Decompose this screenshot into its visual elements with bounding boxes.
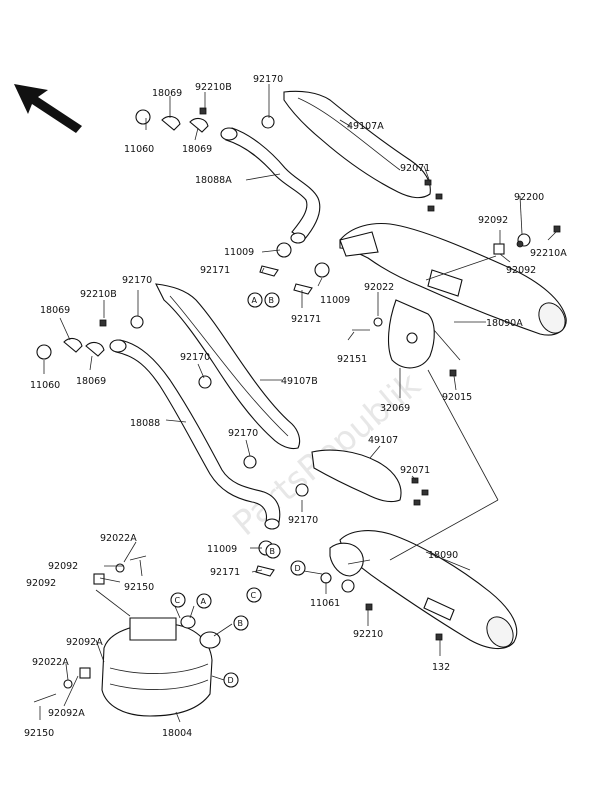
label-11061: 11061 [310,598,340,609]
label-11060: 11060 [124,144,154,155]
label-92170: 92170 [288,515,318,526]
label-18069: 18069 [76,376,106,387]
label-32069: 32069 [380,403,410,414]
label-92150: 92150 [24,728,54,739]
ref-circle-d1: D [223,672,239,688]
label-11060: 11060 [30,380,60,391]
small-parts [33,107,561,703]
svg-text:D: D [295,564,301,573]
label-49107A: 49107A [347,121,384,132]
label-92170: 92170 [228,428,258,439]
label-92151: 92151 [337,354,367,365]
svg-text:A: A [201,597,207,606]
label-92022A: 92022A [32,657,69,668]
label-92200: 92200 [514,192,544,203]
exhaust-pipe-18088 [109,339,281,530]
leader-lines [39,84,557,723]
chamber-18004 [101,615,221,717]
label-92071: 92071 [400,465,430,476]
ref-circle-a1: A [247,292,263,308]
label-18090A: 18090A [486,318,523,329]
label-92150: 92150 [124,582,154,593]
ref-circle-c1: C [246,587,262,603]
svg-text:C: C [175,596,181,605]
exhaust-pipe-18088A [220,127,321,244]
bracket-32069 [387,299,435,369]
label-92022: 92022 [364,282,394,293]
label-92170: 92170 [253,74,283,85]
label-49107B: 49107B [281,376,318,387]
label-18088A: 18088A [195,175,232,186]
heat-shield-49107B [155,283,301,450]
ref-circle-a3: A [196,593,212,609]
label-92210B: 92210B [80,289,117,300]
label-92092: 92092 [506,265,536,276]
svg-text:A: A [252,296,258,305]
label-92171: 92171 [291,314,321,325]
ref-circle-b3: B [233,615,249,631]
ref-circle-b1: B [264,292,280,308]
label-18069: 18069 [182,144,212,155]
label-92170: 92170 [180,352,210,363]
heat-shield-49107 [311,449,402,503]
label-92092A: 92092A [66,637,103,648]
label-92210B: 92210B [195,82,232,93]
svg-text:B: B [269,296,275,305]
muffler-18090 [329,530,518,650]
ref-circle-b2: B [265,543,281,559]
label-92092: 92092 [48,561,78,572]
svg-text:C: C [251,591,257,600]
ref-circle-d2: D [290,560,306,576]
front-direction-arrow [14,84,82,133]
label-92171: 92171 [210,567,240,578]
label-92210A: 92210A [530,248,567,259]
label-49107: 49107 [368,435,398,446]
svg-text:D: D [228,676,234,685]
label-92092A: 92092A [48,708,85,719]
label-18069: 18069 [40,305,70,316]
label-11009: 11009 [224,247,254,258]
label-92092: 92092 [26,578,56,589]
label-132: 132 [432,662,450,673]
label-11009: 11009 [207,544,237,555]
svg-text:B: B [238,619,244,628]
label-11009: 11009 [320,295,350,306]
label-92092: 92092 [478,215,508,226]
label-92171: 92171 [200,265,230,276]
ref-circle-c2: C [170,592,186,608]
label-92022A: 92022A [100,533,137,544]
label-18090: 18090 [428,550,458,561]
label-18088: 18088 [130,418,160,429]
label-92015: 92015 [442,392,472,403]
label-18069: 18069 [152,88,182,99]
part-labels: 11060 18069 92210B 18069 92170 49107A 18… [24,74,567,739]
label-18004: 18004 [162,728,192,739]
label-92210: 92210 [353,629,383,640]
label-92170: 92170 [122,275,152,286]
label-92071: 92071 [400,163,430,174]
svg-text:B: B [270,547,276,556]
heat-shield-49107A [283,90,431,199]
